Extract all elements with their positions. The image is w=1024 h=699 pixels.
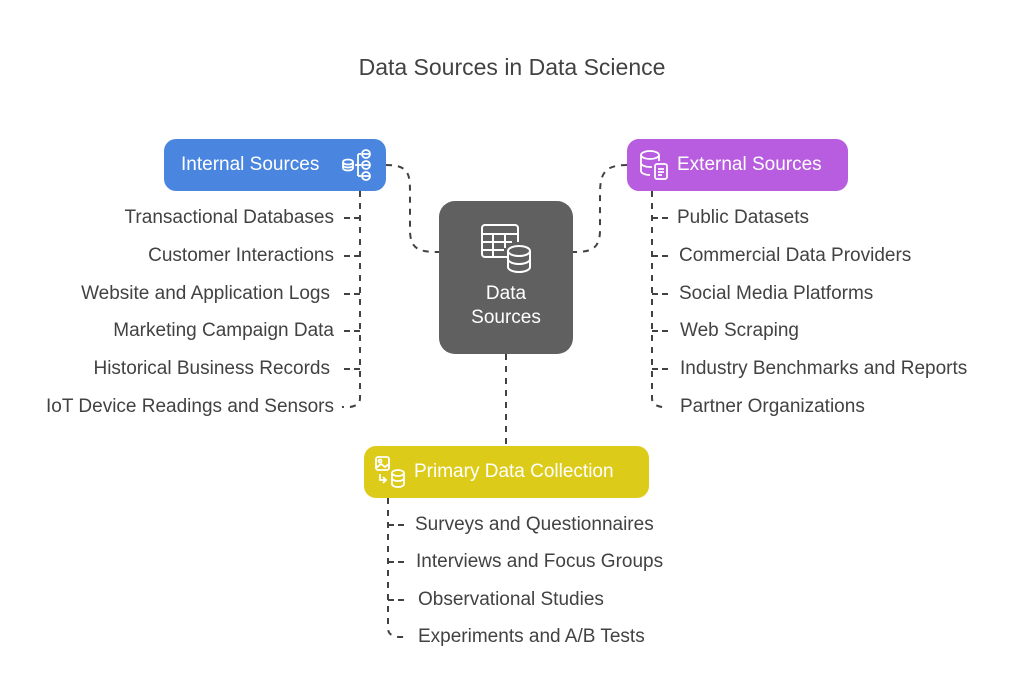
primary-item: Experiments and A/B Tests <box>418 626 645 647</box>
primary-item: Interviews and Focus Groups <box>416 551 664 572</box>
internal-item: Website and Application Logs <box>81 283 330 304</box>
connector-center-external <box>572 164 628 253</box>
connector-internal-spine <box>342 191 361 408</box>
internal-sources-label: Internal Sources <box>181 154 320 175</box>
internal-item: Historical Business Records <box>93 358 330 379</box>
connector-primary-spine <box>387 498 404 638</box>
data-sources-center-node[interactable]: Data Sources <box>439 201 573 354</box>
database-document-icon <box>639 149 671 187</box>
primary-item: Surveys and Questionnaires <box>415 514 654 535</box>
primary-data-collection-node[interactable]: Primary Data Collection <box>364 446 649 498</box>
image-to-database-icon <box>374 456 408 494</box>
connector-center-internal <box>385 164 440 253</box>
external-item: Partner Organizations <box>680 396 865 417</box>
internal-item: Transactional Databases <box>124 207 334 228</box>
connector-external-spine <box>651 191 668 408</box>
internal-item: Marketing Campaign Data <box>113 320 334 341</box>
external-item: Web Scraping <box>680 320 799 341</box>
external-item: Commercial Data Providers <box>679 245 912 266</box>
external-sources-label: External Sources <box>677 154 822 175</box>
diagram-title: Data Sources in Data Science <box>358 54 666 80</box>
external-item: Social Media Platforms <box>679 283 874 304</box>
table-database-icon <box>479 223 533 282</box>
external-item: Industry Benchmarks and Reports <box>680 358 968 379</box>
external-sources-node[interactable]: External Sources <box>627 139 848 191</box>
database-hierarchy-icon <box>342 149 376 187</box>
primary-data-collection-label: Primary Data Collection <box>414 461 614 482</box>
internal-item: Customer Interactions <box>148 245 334 266</box>
center-label-line1: Data <box>485 283 527 304</box>
center-label-line2: Sources <box>471 307 541 328</box>
internal-sources-node[interactable]: Internal Sources <box>164 139 386 191</box>
internal-item: IoT Device Readings and Sensors <box>46 396 334 417</box>
primary-item: Observational Studies <box>418 589 604 610</box>
external-item: Public Datasets <box>677 207 810 228</box>
